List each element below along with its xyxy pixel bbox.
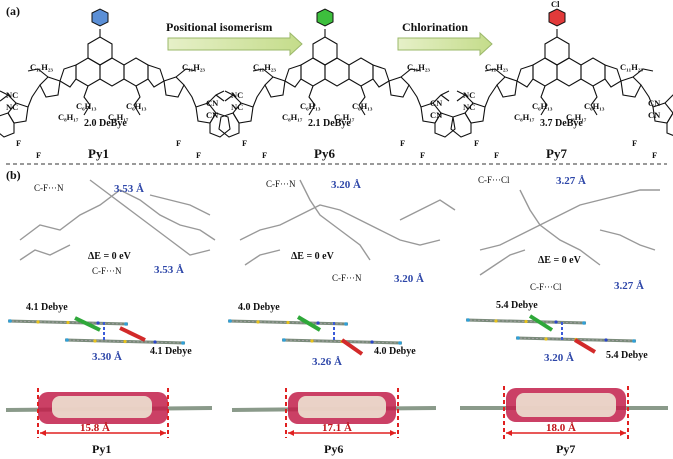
atom-label-cn: CN [648, 98, 661, 108]
energy-label-py7: ΔE = 0 eV [538, 255, 581, 266]
atom-label-c6h13: C₆H₁₃ [352, 101, 373, 111]
structure-py7 [450, 8, 673, 138]
dipole-label-py1: 2.0 DeBye [84, 118, 127, 129]
contact-label-bottom-py1: C-F···N [92, 266, 122, 276]
atom-label-c6h13: C₆H₁₃ [126, 101, 147, 111]
orbital-render-py7 [460, 386, 668, 440]
atom-label-c11h23: C₁₁H₂₃ [407, 62, 430, 72]
energy-label-py6: ΔE = 0 eV [291, 251, 334, 262]
arrow-label-positional-isomerism: Positional isomerism [166, 20, 273, 34]
atom-label-f: F [176, 138, 182, 148]
arrow-chlorination [397, 31, 493, 57]
atom-label-f: F [474, 138, 480, 148]
atom-label-f: F [196, 150, 202, 160]
distance-top-py1: 3.53 Å [114, 183, 144, 195]
structure-py6 [218, 8, 456, 138]
atom-label-nc: NC [6, 90, 19, 100]
stack-py6 [226, 315, 404, 356]
atom-label-f: F [262, 150, 268, 160]
atom-label-c11h23: C₁₁H₂₃ [620, 62, 643, 72]
atom-label-nc: NC [463, 102, 476, 112]
stack-distance-py6: 3.26 Å [312, 356, 342, 368]
distance-top-py6: 3.20 Å [331, 179, 361, 191]
atom-label-nc: NC [463, 90, 476, 100]
atom-label-f: F [632, 138, 638, 148]
atom-label-c8h17: C₈H₁₇ [108, 112, 129, 122]
distance-bottom-py6: 3.20 Å [394, 273, 424, 285]
atom-label-c11h23: C₁₁H₂₃ [30, 62, 53, 72]
panel-b-label: (b) [6, 168, 21, 182]
packing-render-py7 [479, 189, 660, 276]
distance-top-py7: 3.27 Å [556, 175, 586, 187]
atom-label-f: F [400, 138, 406, 148]
atom-label-c8h17: C₈H₁₇ [566, 112, 587, 122]
atom-label-c11h23: C₁₁H₂₃ [253, 62, 276, 72]
atom-label-nc: NC [6, 102, 19, 112]
dimer-dipole-right-py1: 4.1 Debye [150, 346, 192, 357]
atom-label-c6h13: C₆H₁₃ [300, 101, 321, 111]
atom-label-c11h23: C₁₁H₂₃ [182, 62, 205, 72]
atom-label-nc: NC [231, 90, 244, 100]
contact-label-top-py7: C-F···Cl [478, 175, 510, 185]
molecule-name-py7: Py7 [546, 146, 567, 161]
atom-label-cn: CN [430, 98, 443, 108]
molecule-name-py6: Py6 [314, 146, 335, 161]
atom-label-cn: CN [206, 98, 219, 108]
length-label-py6: 17.1 Å [322, 422, 352, 434]
dipole-label-py6: 2.1 DeBye [308, 118, 351, 129]
bottom-name-py1: Py1 [92, 442, 112, 456]
distance-bottom-py1: 3.53 Å [154, 264, 184, 276]
contact-label-top-py6: C-F···N [266, 179, 296, 189]
arrow-label-chlorination: Chlorination [402, 20, 469, 34]
length-label-py7: 18.0 Å [546, 422, 576, 434]
stack-distance-py7: 3.20 Å [544, 352, 574, 364]
atom-label-nc: NC [231, 102, 244, 112]
packing-render-py1 [19, 179, 216, 261]
packing-render-py6 [239, 179, 456, 266]
contact-label-top-py1: C-F···N [34, 183, 64, 193]
length-label-py1: 15.8 Å [80, 422, 110, 434]
atom-label-f: F [494, 150, 500, 160]
atom-label-cn: CN [206, 110, 219, 120]
dimer-dipole-right-py7: 5.4 Debye [606, 350, 648, 361]
structure-py1 [0, 8, 231, 138]
atom-label-f: F [420, 150, 426, 160]
atom-label-f: F [36, 150, 42, 160]
stack-distance-py1: 3.30 Å [92, 351, 122, 363]
atom-label-f: F [242, 138, 248, 148]
atom-label-cn: CN [430, 110, 443, 120]
orbital-render-py6 [231, 388, 437, 438]
dimer-dipole-left-py7: 5.4 Debye [496, 300, 538, 311]
atom-label-c8h17: C₈H₁₇ [514, 112, 535, 122]
bottom-name-py7: Py7 [556, 442, 576, 456]
molecule-name-py1: Py1 [88, 146, 109, 161]
stack-py7 [464, 314, 638, 354]
dimer-dipole-right-py6: 4.0 Debye [374, 346, 416, 357]
contact-label-bottom-py6: C-F···N [332, 273, 362, 283]
atom-label-f: F [652, 150, 658, 160]
atom-label-f: F [16, 138, 22, 148]
dipole-label-py7: 3.7 DeBye [540, 118, 583, 129]
atom-label-c6h13: C₆H₁₃ [76, 101, 97, 111]
contact-label-bottom-py7: C-F···Cl [530, 282, 562, 292]
dimer-dipole-left-py1: 4.1 Debye [26, 302, 68, 313]
atom-label-c6h13: C₆H₁₃ [532, 101, 553, 111]
orbital-render-py1 [5, 388, 213, 438]
atom-label-c8h17: C₈H₁₇ [282, 112, 303, 122]
atom-label-c11h23: C₁₁H₂₃ [485, 62, 508, 72]
bottom-name-py6: Py6 [324, 442, 344, 456]
atom-label-c8h17: C₈H₁₇ [334, 112, 355, 122]
stack-py1 [6, 316, 187, 347]
arrow-positional-isomerism [167, 31, 303, 57]
dimer-dipole-left-py6: 4.0 Debye [238, 302, 280, 313]
energy-label-py1: ΔE = 0 eV [88, 251, 131, 262]
atom-label-cn: CN [648, 110, 661, 120]
atom-label-c6h13: C₆H₁₃ [584, 101, 605, 111]
panel-a-label: (a) [6, 4, 20, 18]
distance-bottom-py7: 3.27 Å [614, 280, 644, 292]
atom-label-c8h17: C₈H₁₇ [58, 112, 79, 122]
atom-label-cl: Cl [551, 0, 560, 9]
